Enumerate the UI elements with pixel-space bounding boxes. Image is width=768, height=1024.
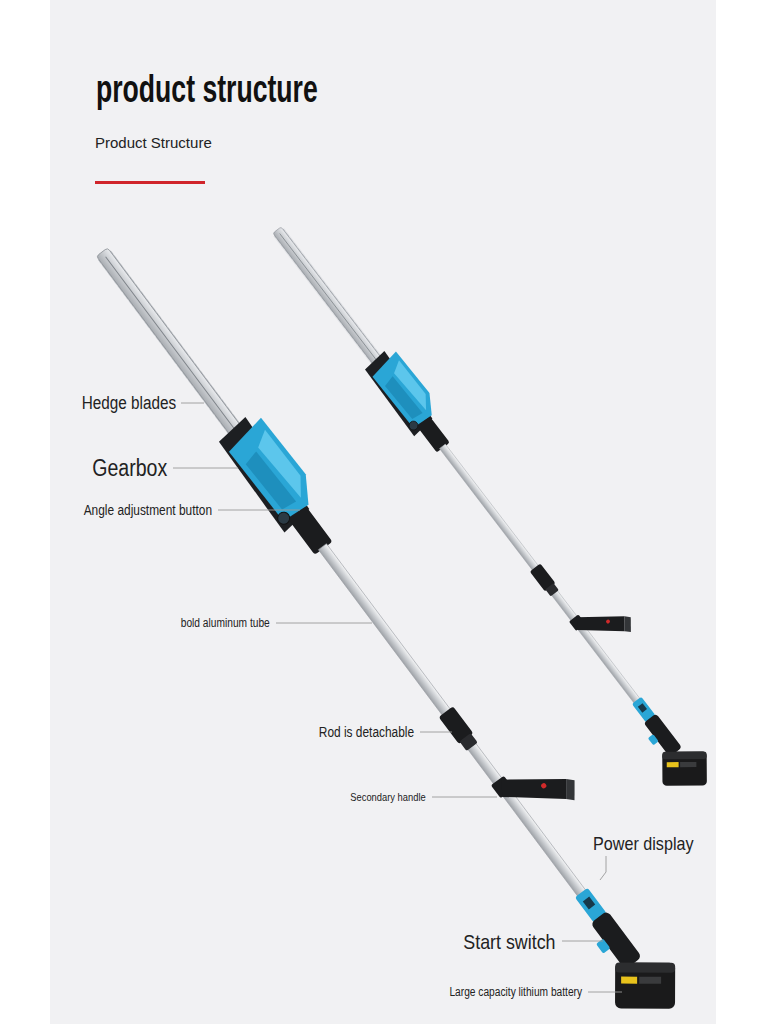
leader-lines xyxy=(173,403,622,992)
accent-rule xyxy=(95,181,205,184)
part-label: Gearbox xyxy=(92,457,167,480)
part-label: bold aluminum tube xyxy=(181,617,270,629)
part-label: Hedge blades xyxy=(82,394,176,412)
subtitle: Product Structure xyxy=(95,135,212,150)
part-label: Large capacity lithium battery xyxy=(449,986,582,998)
part-label: Angle adjustment button xyxy=(84,503,212,517)
trimmer-large xyxy=(68,215,720,1024)
part-label: Secondary handle xyxy=(351,792,426,803)
part-label: Rod is detachable xyxy=(319,725,414,739)
trimmer-small xyxy=(252,202,740,807)
part-label: Start switch xyxy=(464,931,556,952)
panel xyxy=(50,0,716,1024)
part-label: Power display xyxy=(593,834,694,853)
page-title: product structure xyxy=(96,70,318,108)
